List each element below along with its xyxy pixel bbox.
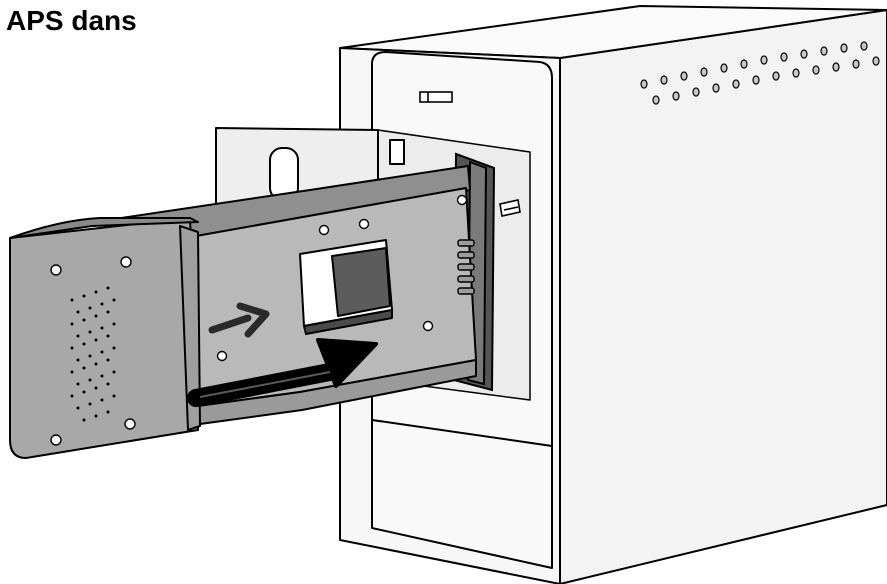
adapter-screws [50,194,468,446]
adapter-grip-ridges [457,239,475,295]
ventilation-holes [640,41,880,105]
embossed-direction-arrow-icon [208,302,270,338]
indicator-icon [419,91,453,103]
page-title: APS dans [6,5,137,36]
insert-direction-arrow-icon [187,338,378,407]
cartridge-grip-dots [70,286,116,422]
film-slot-symbol-icon [499,199,521,217]
aps-adapter [9,165,477,459]
